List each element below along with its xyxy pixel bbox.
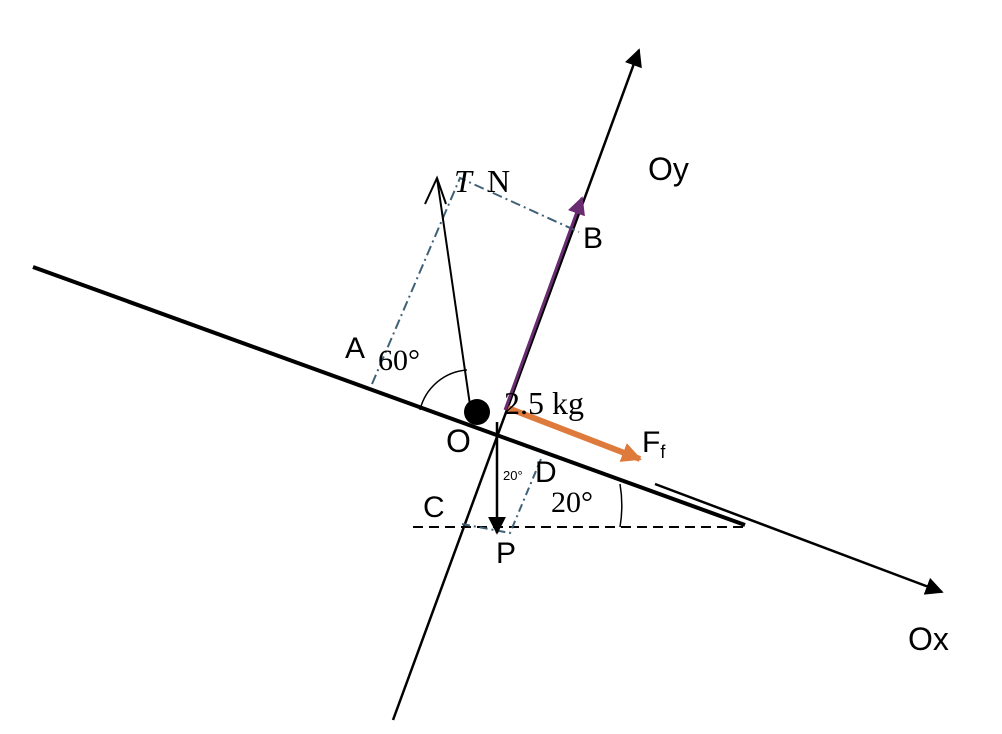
ox-axis [654, 482, 944, 595]
label-ff-main: F [642, 426, 660, 459]
label-c: C [423, 491, 445, 524]
label-ff-sub: f [660, 442, 666, 462]
dashdot-c-p-d [461, 458, 542, 535]
label-a: A [345, 332, 365, 365]
label-ox: Ox [908, 621, 949, 657]
object-ball [464, 399, 490, 425]
angle-60-arc [419, 369, 468, 411]
incline-surface [32, 265, 746, 527]
label-oy: Oy [648, 151, 689, 187]
dashdot-a-t-b [371, 176, 580, 385]
label-b: B [583, 222, 603, 255]
oy-axis [391, 48, 642, 721]
normal-force-vector [503, 196, 585, 411]
angle-20-arc [619, 483, 623, 528]
label-p: P [496, 537, 516, 570]
label-ff: Ff [642, 426, 666, 462]
label-n: N [487, 163, 510, 199]
friction-force-vector [506, 405, 642, 462]
label-t: T [454, 163, 474, 199]
tension-arrowhead [424, 175, 447, 205]
label-mass: 2.5 kg [504, 385, 584, 421]
label-angle-20-small: 20° [503, 468, 523, 483]
label-angle-20: 20° [551, 486, 593, 519]
tension-vector [436, 177, 471, 406]
label-angle-60: 60° [378, 344, 420, 377]
label-o: O [446, 423, 471, 459]
label-d: D [535, 456, 557, 489]
